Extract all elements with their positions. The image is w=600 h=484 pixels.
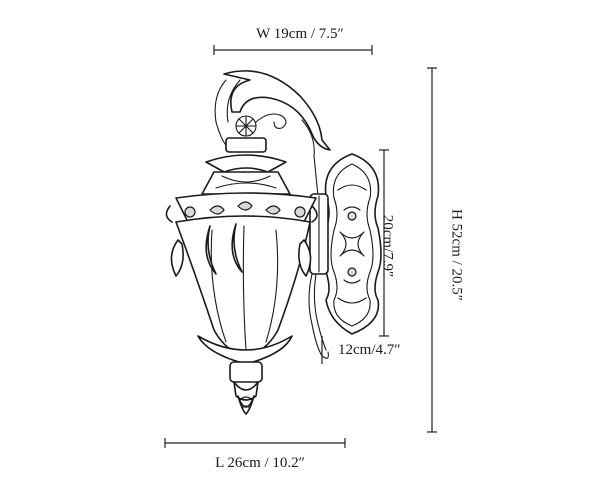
lantern-cap (165, 137, 318, 223)
bracket-height-dimension-line (379, 149, 389, 337)
height-dimension-line (427, 67, 437, 433)
length-dimension-line (164, 438, 346, 448)
lantern-glass-body (170, 215, 312, 365)
bracket-height-label: 20cm/7.9″ (379, 214, 396, 278)
bracket-height-label-wrap: 20cm/7.9″ (376, 196, 398, 296)
wall-backplate (322, 153, 382, 335)
height-label: H 52cm / 20.5″ (448, 208, 465, 302)
depth-label: 12cm/4.7″ (338, 342, 401, 358)
lantern-arm (214, 70, 331, 359)
height-label-wrap: H 52cm / 20.5″ (444, 170, 468, 340)
width-label: W 19cm / 7.5″ (256, 26, 344, 42)
width-dimension-line (213, 45, 373, 55)
length-label: L 26cm / 10.2″ (215, 455, 305, 471)
lantern-finial (229, 361, 263, 415)
